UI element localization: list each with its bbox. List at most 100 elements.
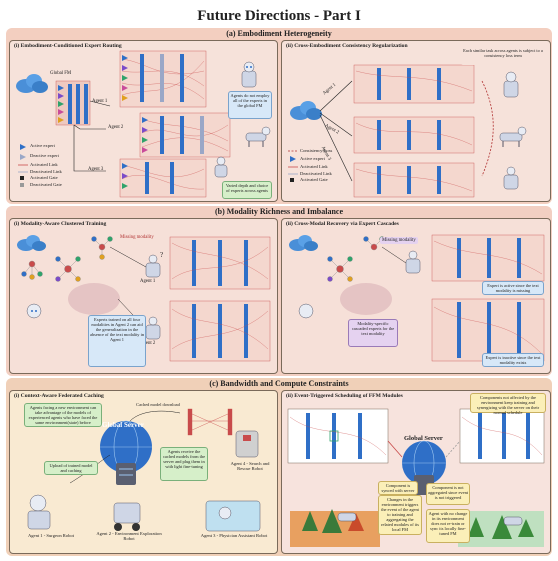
section-b-title: (b) Modality Richness and Imbalance (214, 207, 343, 216)
note-experienced-agents: Agents facing a new environment can take… (24, 403, 102, 427)
robot-icon-2 (503, 166, 519, 190)
note-agent-no-change: Agent with no change in its environment … (426, 509, 470, 543)
expert-block-agent1 (169, 236, 271, 290)
panel-c1-graphics (27, 408, 261, 532)
legend-activated-gate: Activated Gate (300, 177, 328, 182)
note-component-not-aggregated: Component is not aggregated since event … (426, 483, 470, 505)
server-icon (116, 463, 136, 485)
legend-active-gate-marker (20, 176, 24, 180)
missing-modality-label: Missing modality (380, 237, 418, 244)
legend-activated-gate: Activated Gate (30, 175, 58, 180)
agent2-label: Agent 2 (140, 341, 156, 346)
note-components-unaffected: Components not affected by the environme… (470, 393, 546, 415)
robot-dog-icon-right (503, 516, 523, 526)
cluster-graph-left (21, 260, 43, 280)
panel-c1: (i) Context-Aware Federated Caching Agen… (9, 390, 278, 554)
figure-title: Future Directions - Part I (197, 8, 361, 24)
cloud-icon (17, 235, 46, 251)
robot-dog-icon-left (337, 512, 357, 522)
robot-icon-2 (145, 316, 161, 340)
panel-a1: (i) Embodiment-Conditioned Expert Routin… (9, 40, 278, 202)
cluster-graph-right (91, 236, 113, 260)
cloud-icon (290, 101, 322, 120)
global-server-label: Global Server (102, 421, 144, 429)
cloud-icon (289, 235, 318, 251)
legend-active-expert: Active expert (300, 156, 325, 161)
fm-modules-left (287, 408, 389, 464)
consistency-experts-3 (353, 162, 475, 198)
globe-icon (402, 440, 446, 486)
legend-deactive-gate-marker (20, 183, 24, 187)
robot-icon-1 (405, 250, 421, 274)
note-experts-trained: Experts trained on all four modalities i… (88, 315, 146, 367)
calm-forest-scene (458, 511, 544, 547)
section-c-title: (c) Bandwidth and Compute Constraints (209, 379, 349, 388)
robot-icon-1 (145, 254, 161, 278)
global-fm-label: Global FM (50, 71, 72, 76)
note-component-synced: Component is synced with server (378, 481, 418, 495)
note-cascade-experts: Modality-specific cascaded experts for t… (348, 319, 398, 347)
agent2-exploration-label: Agent 2 - Environment Exploration Robot (96, 531, 162, 542)
agent3-label: Agent 3 (88, 167, 104, 172)
agent1-surgeon-label: Agent 1 - Surgeon Robot (27, 533, 75, 538)
legend-deactive-marker (20, 154, 26, 160)
cluster-graph-center (55, 256, 81, 282)
agent2-experts (139, 112, 231, 158)
note-upload-caching: Upload of trained model and caching (44, 461, 98, 475)
agent4-rescue-label: Agent 4 - Search and Rescue Robot (230, 461, 270, 472)
cluster-ellipse (340, 283, 392, 315)
note-agents-receive: Agents receive the cached models from th… (160, 447, 208, 481)
note-agents-not-all-experts: Agents do not employ all of the experts … (228, 91, 272, 119)
agent1-experts (119, 50, 207, 108)
arrow-to-agent1 (109, 246, 147, 268)
agent3-experts (119, 158, 207, 198)
physician-robot-icon (205, 500, 261, 532)
missing-modality-label: Missing modality (120, 235, 154, 240)
expert-block-bottom (431, 298, 545, 362)
robot-dog-icon (245, 126, 271, 147)
sync-arrow-left (387, 440, 403, 458)
panel-c1-title: (i) Context-Aware Federated Caching (14, 393, 104, 399)
panel-a1-title: (i) Embodiment-Conditioned Expert Routin… (14, 43, 122, 49)
legend-active-marker (290, 156, 296, 162)
consistency-experts-2 (353, 116, 475, 154)
consistency-experts-1 (353, 64, 475, 104)
network-graph-icon (187, 408, 233, 436)
note-consistency: Each similar task across agents is subje… (460, 47, 546, 65)
legend-deactivated-link: Deactivated Link (300, 171, 332, 176)
note-env-changes: Changes in the environment triggers the … (378, 495, 422, 535)
agent1-label: Agent 1 (140, 279, 156, 284)
question-mark: ? (160, 251, 164, 259)
legend-deactivated-gate: Deactivated Gate (30, 182, 62, 187)
panel-b1-title: (i) Modality-Aware Clustered Training (14, 221, 107, 227)
panel-b2-graphics (289, 234, 545, 362)
panel-a2: (ii) Cross-Embodiment Consistency Regula… (281, 40, 551, 202)
legend-active-expert: Active expert (30, 143, 55, 148)
expert-block-agent2 (169, 300, 271, 362)
sync-arrow-right (445, 440, 461, 458)
panel-a2-title: (ii) Cross-Embodiment Consistency Regula… (286, 43, 408, 49)
legend-activated-link: Activated Link (30, 162, 58, 167)
cloud-icon (16, 74, 48, 93)
panel-c2: (ii) Event-Triggered Scheduling of FFM M… (281, 390, 551, 554)
agent2-label: Agent 2 (108, 125, 124, 130)
note-varied-depth: Varied depth and choice of experts acros… (222, 181, 272, 199)
expert-block-top (431, 234, 545, 282)
cluster-ellipse (68, 283, 120, 315)
legend-active-gate-marker (290, 178, 294, 182)
panel-b1-graphics (17, 235, 271, 362)
panel-c2-graphics (287, 408, 545, 547)
note-expert-inactive: Expert is inactive since the text modali… (482, 353, 544, 367)
panel-a1-graphics (16, 50, 271, 198)
robot-icon-3 (26, 303, 42, 319)
panel-b1: (i) Modality-Aware Clustered Training (9, 218, 278, 374)
robot-icon-2 (214, 156, 228, 178)
panel-a2-graphics (288, 64, 527, 198)
cached-download-arrow (129, 410, 181, 422)
global-server-label: Global Server (404, 435, 443, 442)
legend-consistency-loss: Consistency Loss (300, 148, 333, 153)
rescue-robot-icon (235, 430, 259, 458)
consistency-loss-line (481, 80, 494, 177)
agent3-physician-label: Agent 3 - Physician Assistant Robot (200, 533, 268, 538)
arrow-to-agent (381, 246, 407, 264)
